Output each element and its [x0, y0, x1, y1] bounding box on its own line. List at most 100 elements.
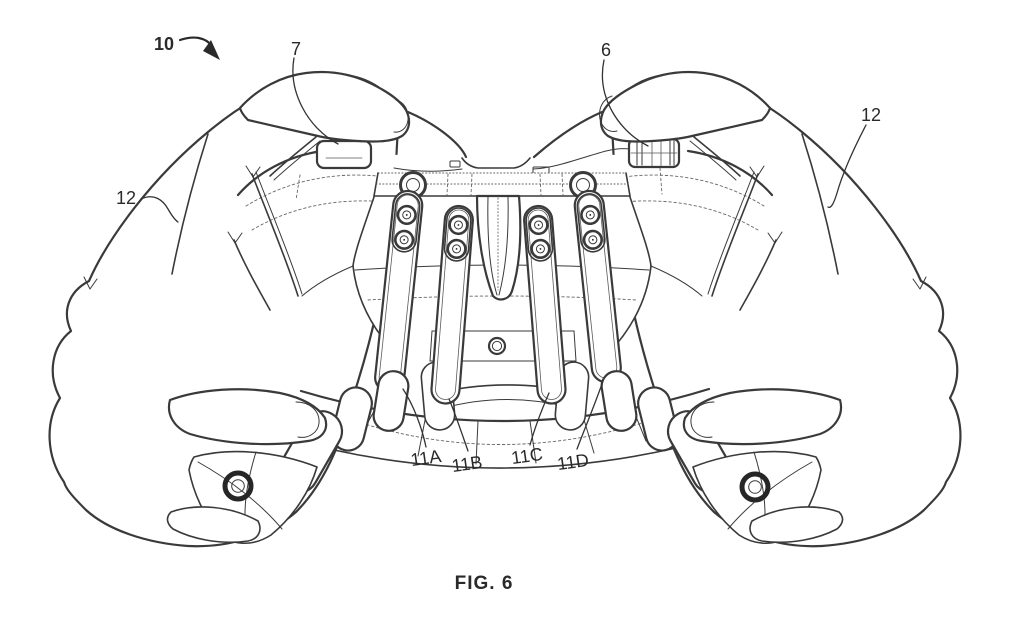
wing-seam-tick-2 [659, 167, 663, 195]
arrow-10-head [203, 40, 220, 60]
left-finger-edge-2 [273, 140, 321, 181]
left-shoulder-button [315, 139, 373, 170]
left-finger-edge-1 [269, 136, 317, 177]
top-sweep-right [532, 110, 604, 159]
paddle-11a-screw-2 [394, 229, 415, 250]
leader-line-11d [576, 380, 604, 450]
left-lower-finger [167, 388, 328, 446]
label-12-right: 12 [861, 105, 881, 125]
paddle-11a [374, 189, 424, 394]
paddle-11c [523, 204, 567, 405]
right-wing-fork-1 [749, 165, 765, 178]
right-lower-fingernail [690, 401, 715, 438]
paddle-11a-boss [391, 193, 421, 253]
left-grip-screw-inner [231, 479, 245, 493]
label-11c: 11C [510, 444, 544, 468]
label-12-left: 12 [116, 188, 136, 208]
right-finger-edge-2 [689, 140, 737, 181]
left-wing-finger-line-1b [255, 171, 303, 295]
leader-line-12-left [140, 196, 179, 223]
leader-line-12-right [827, 124, 867, 209]
left-wing-finger-line-2 [233, 239, 271, 311]
left-wing-fork-1 [245, 165, 261, 178]
mount-bar-tick-3 [539, 173, 542, 196]
leader-line-11c [529, 392, 550, 446]
top-sweep-left [406, 110, 468, 159]
label-11d: 11D [556, 450, 590, 474]
mount-bar-tick-1 [446, 173, 449, 196]
paddle-11c-screw-1 [528, 214, 549, 236]
mount-bar-right-end [625, 172, 631, 197]
right-finger-edge-1 [693, 136, 741, 177]
center-screw-inner [491, 340, 503, 352]
top-shoulder-line-left [393, 167, 463, 172]
top-contour-right [686, 149, 774, 197]
paddles [374, 189, 622, 405]
top-shoulder-line-right [532, 148, 631, 170]
mount-bar-tick-4 [561, 173, 564, 196]
mount-bar-tick-2 [470, 173, 473, 196]
plate-wing-join-left [301, 265, 354, 297]
plate-edge-right [629, 196, 652, 267]
annotations: 10 7 6 12 12 11A 11B 11C 11D FIG. 6 [116, 34, 881, 594]
center-screw [487, 336, 507, 356]
plate-band-right [573, 330, 577, 362]
paddle-11a-screw-1 [396, 204, 417, 226]
leader-line-11b [448, 398, 469, 452]
leader-line-11a [402, 388, 427, 448]
wing-seam-tick-1 [295, 174, 301, 201]
left-pinky-finger [166, 506, 261, 544]
hands-front [166, 70, 844, 545]
right-wing-finger-line-1b [707, 171, 755, 295]
label-11a: 11A [409, 446, 442, 470]
bottom-spoke-4 [529, 420, 537, 464]
paddle-11d-screw-1 [580, 204, 601, 226]
right-grip-cap [692, 450, 844, 545]
left-grip-screw [222, 470, 254, 502]
paddle-11d-screw-2 [582, 229, 603, 250]
right-hand-knuckle-notch [912, 276, 927, 290]
top-contour-left [236, 149, 324, 197]
left-hand-knuckle-notch [83, 276, 98, 290]
paddle-11b-screw-2 [446, 238, 467, 260]
right-pinky-finger [749, 506, 844, 544]
paddle-11b-blade-inner [435, 209, 470, 400]
label-6: 6 [601, 40, 611, 60]
left-wing-finger-line-1 [251, 173, 299, 297]
left-lower-fingernail [295, 401, 320, 438]
plate-edge-left [352, 196, 375, 267]
right-wing-fork-2 [767, 231, 783, 244]
leader-line-7 [292, 57, 339, 145]
right-hand-crease [801, 133, 839, 275]
left-wing-fork-2 [227, 231, 243, 244]
right-grip-screw-inner [748, 480, 762, 494]
paddle-11b [430, 204, 474, 405]
center-wedge-pleat-left [487, 196, 498, 296]
right-fingertip-2 [600, 370, 638, 432]
paddle-11b-screw-1 [448, 214, 469, 236]
paddle-11c-boss [525, 207, 554, 262]
shoulder-buttons [315, 137, 681, 170]
left-fingertip-2 [372, 370, 410, 432]
center-step [449, 160, 461, 168]
label-11b: 11B [450, 452, 483, 476]
leader-line-6 [601, 59, 649, 147]
center-wedge-pleat-right [498, 196, 509, 296]
left-hand-crease [171, 133, 209, 275]
label-10: 10 [154, 34, 174, 54]
paddle-11b-boss [443, 207, 472, 262]
paddle-11c-blade-inner [527, 209, 562, 400]
bottom-spoke-3 [475, 420, 479, 465]
bottom-spoke-2 [417, 414, 427, 457]
paddle-11d-boss [576, 193, 606, 253]
bottom-outer-arc [333, 447, 677, 469]
left-grip-cap [166, 450, 318, 545]
left-index-finger [238, 70, 411, 143]
label-7: 7 [291, 39, 301, 59]
left-index-fingernail [393, 99, 409, 133]
top-center-dip [461, 157, 531, 169]
figure-caption: FIG. 6 [455, 573, 514, 594]
right-index-fingernail [599, 95, 618, 132]
